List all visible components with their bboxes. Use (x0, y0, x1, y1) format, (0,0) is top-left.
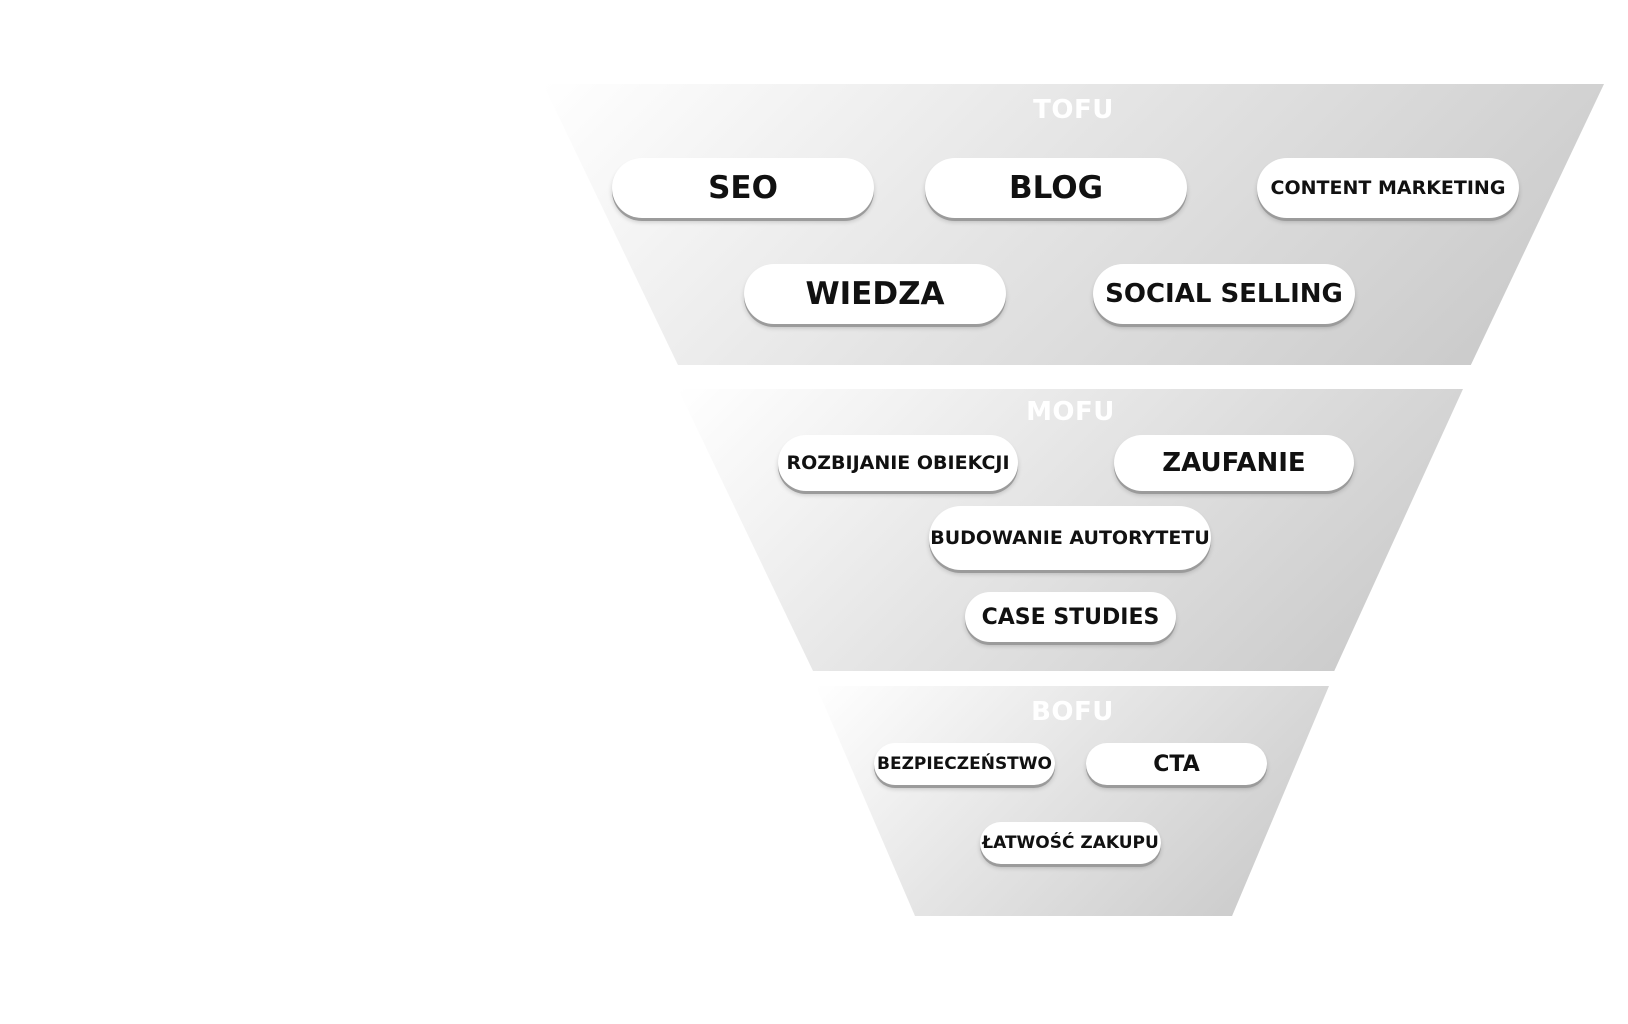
stage-title-bofu: BOFU (1031, 697, 1114, 727)
mofu-item-zaufanie: ZAUFANIE (1114, 435, 1354, 491)
stage-title-mofu: MOFU (1026, 397, 1115, 427)
mofu-item-case-studies: CASE STUDIES (965, 592, 1176, 642)
stage-title-tofu: TOFU (1033, 95, 1114, 125)
bofu-item-latwosc-zakupu: ŁATWOŚĆ ZAKUPU (980, 822, 1161, 864)
funnel-stage-bofu (816, 686, 1329, 916)
mofu-item-budowanie-autorytetu: BUDOWANIE AUTORYTETU (929, 506, 1211, 570)
mofu-item-rozbijanie-obiekcji: ROZBIJANIE OBIEKCJI (778, 435, 1018, 491)
tofu-item-wiedza: WIEDZA (744, 264, 1006, 324)
funnel-stage-tofu (543, 84, 1604, 365)
bofu-item-cta: CTA (1086, 743, 1267, 785)
tofu-item-seo: SEO (612, 158, 874, 218)
bofu-item-bezpieczenstwo: BEZPIECZEŃSTWO (874, 743, 1055, 785)
tofu-item-blog: BLOG (925, 158, 1187, 218)
tofu-item-social-selling: SOCIAL SELLING (1093, 264, 1355, 324)
tofu-item-content-marketing: CONTENT MARKETING (1257, 158, 1519, 218)
